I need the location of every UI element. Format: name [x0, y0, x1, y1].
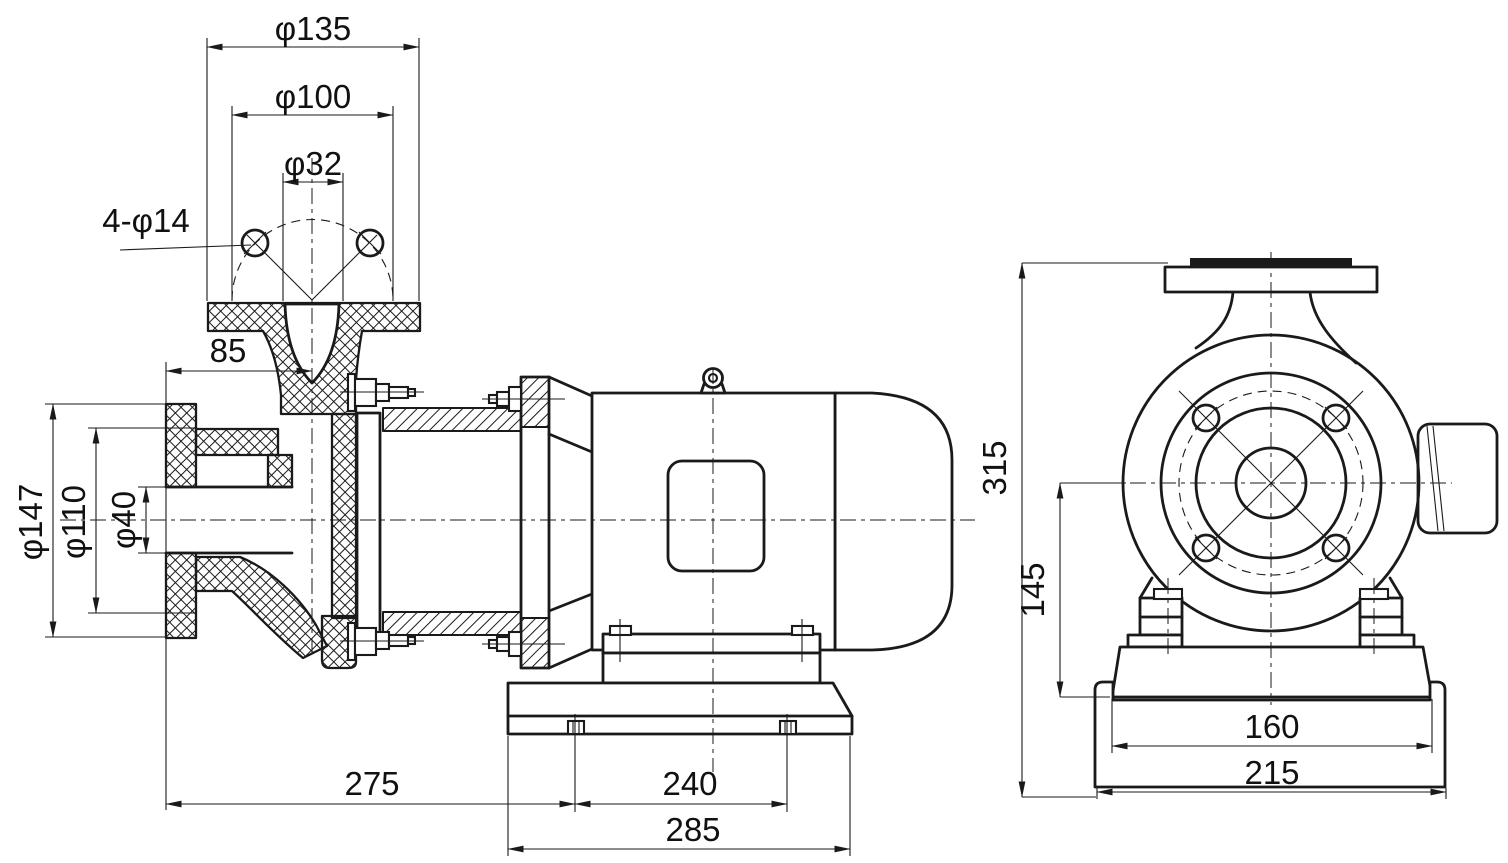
pedestal-block	[1110, 645, 1434, 699]
base-anchor-left	[566, 719, 586, 736]
end-view-base	[1093, 576, 1447, 789]
dim-label-285: 285	[665, 811, 720, 848]
foot-pad-right	[1358, 633, 1416, 649]
flange-bolt-hole-1	[1191, 403, 1221, 433]
casing-bolt-bottom	[340, 621, 424, 662]
flange-bolt-hole-4	[1321, 533, 1351, 563]
casing-rear-wall	[330, 412, 358, 620]
dim-label-160: 160	[1244, 708, 1299, 745]
volute-bottom-wall	[194, 555, 329, 660]
side-view: φ135 φ100 φ32 4-φ14 85 φ147 φ110 φ40 275…	[12, 10, 975, 856]
dim-label-275: 275	[344, 765, 399, 802]
casing-front-wall	[266, 453, 294, 489]
motor	[590, 367, 954, 685]
bracket	[340, 372, 594, 670]
discharge-bolt-hole-left	[240, 228, 270, 258]
dim-label-145: 145	[1014, 562, 1051, 617]
motor-foot-bolts	[608, 619, 815, 662]
suction-flange-lower	[164, 551, 198, 640]
dim-label-315: 315	[976, 440, 1013, 495]
centerlines	[60, 158, 975, 772]
base-anchor-right	[778, 719, 798, 736]
motor-end-cap	[833, 391, 954, 652]
motor-foot-plate	[601, 632, 822, 655]
motor-nameplate	[666, 459, 766, 573]
flange-bolt-hole-2	[1321, 403, 1351, 433]
suction-flange-upper	[164, 402, 198, 489]
dim-label-240: 240	[662, 765, 717, 802]
discharge-neck	[1194, 290, 1358, 365]
adapter-flange-top-block	[520, 376, 550, 428]
motor-foot-block	[601, 651, 822, 685]
dimensions-side-view: φ135 φ100 φ32 4-φ14 85 φ147 φ110 φ40 275…	[12, 10, 851, 856]
discharge-bolt-hole-right	[355, 228, 385, 258]
adapter-flange-bottom-block	[520, 617, 550, 669]
end-view: 315 145 160 215	[976, 252, 1499, 799]
pump-base	[506, 681, 854, 736]
dim-label-phi135: φ135	[275, 10, 351, 47]
dim-label-phi110: φ110	[55, 485, 92, 559]
dim-label-85: 85	[210, 332, 247, 369]
casing-cover-plate	[355, 411, 382, 650]
dim-label-phi147: φ147	[12, 484, 49, 560]
adapter-cone-lines	[547, 375, 594, 670]
dim-label-phi32: φ32	[284, 145, 342, 182]
casing-bolt-top	[340, 372, 424, 413]
dim-label-phi100: φ100	[275, 78, 351, 115]
dimensions-end-view: 315 145 160 215	[976, 262, 1447, 799]
dim-label-phi40: φ40	[105, 491, 142, 549]
end-view-centerlines	[1100, 252, 1452, 705]
volute-casing	[164, 301, 422, 670]
terminal-box	[1416, 422, 1499, 535]
dim-label-215: 215	[1244, 754, 1299, 791]
inlet-top-wall	[194, 427, 280, 457]
adapter-bolt-top	[482, 385, 565, 413]
flange-bolt-hole-3	[1191, 533, 1221, 563]
adapter-bolt-bottom	[482, 630, 565, 658]
discharge-bolt-circle-arc	[231, 218, 394, 301]
foot-pad-left	[1126, 633, 1184, 649]
bolt-holes-leader	[119, 244, 252, 251]
dim-label-bolt-holes: 4-φ14	[102, 202, 189, 239]
bed-plate	[1093, 680, 1447, 789]
base-block	[506, 681, 854, 736]
